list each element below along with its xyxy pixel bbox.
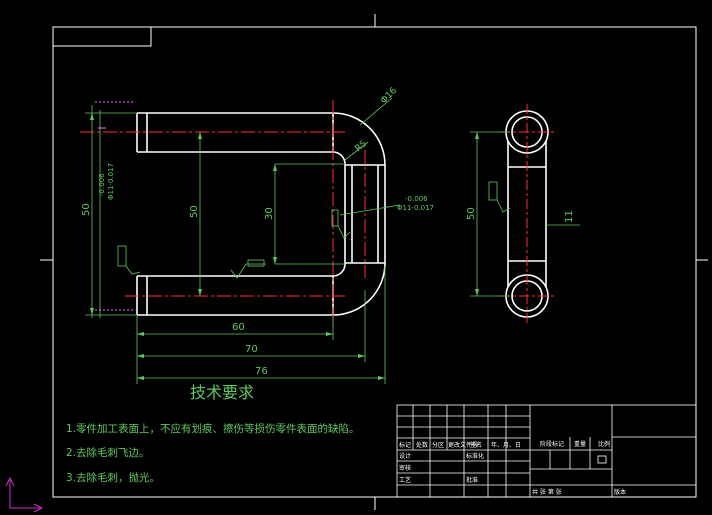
svg-text:年、月、日: 年、月、日 [491, 441, 521, 449]
svg-text:更改文件号: 更改文件号 [448, 441, 478, 449]
leader-tol-right [339, 204, 401, 216]
tech-requirements: 技术要求 1.零件加工表面上，不应有划痕、擦伤等损伤零件表面的缺陷。 2.去除毛… [66, 383, 360, 484]
svg-text:阶段标记: 阶段标记 [540, 440, 564, 448]
tech-req-item-2: 2.去除毛刺飞边。 [66, 446, 150, 459]
roughness-box-left [117, 245, 127, 267]
roughness-box-side [488, 181, 498, 201]
dim-label-phi16: Φ16 [379, 86, 399, 106]
tol-label-right-upper: -0.006 [405, 195, 428, 203]
leader-r5 [344, 141, 369, 161]
title-block[interactable] [396, 404, 697, 498]
roughness-tail-side [496, 199, 511, 213]
section-cut-marks [95, 101, 135, 311]
side-arrowheads [475, 132, 479, 296]
dim-label-70: 70 [245, 344, 258, 355]
roughness-tail-right [337, 225, 351, 239]
dim-label-60: 60 [232, 322, 245, 333]
front-view-dimensions [85, 97, 401, 384]
svg-text:设计: 设计 [399, 452, 411, 460]
svg-text:批准: 批准 [466, 476, 478, 484]
dim-label-76: 76 [255, 366, 268, 377]
part-outer-contour[interactable] [137, 112, 386, 316]
part-inner-contour[interactable] [137, 151, 346, 277]
title-block-checkbox[interactable] [597, 455, 607, 464]
svg-text:签名: 签名 [470, 441, 482, 449]
tol-label-right-lower: Φ11-0.017 [397, 204, 434, 212]
tol-label-left-lower: Φ11-0.017 [107, 163, 115, 200]
dim-label-30: 30 [264, 207, 275, 220]
roughness-box-bottom [247, 259, 265, 267]
ucs-icon[interactable] [5, 476, 44, 513]
side-view-dimensions [470, 131, 580, 297]
front-view-centerlines [80, 100, 366, 328]
svg-text:标记: 标记 [399, 441, 411, 449]
title-block-border [396, 404, 697, 498]
tech-req-heading: 技术要求 [190, 383, 254, 402]
roughness-box-right [331, 209, 339, 227]
svg-text:标准化: 标准化 [466, 452, 484, 460]
dim-label-50-left: 50 [81, 203, 92, 216]
dim-label-50-inner: 50 [189, 205, 200, 218]
leader-phi16 [359, 97, 393, 126]
code-box [53, 27, 152, 47]
roughness-tail-left [125, 265, 141, 275]
svg-text:比例: 比例 [598, 440, 610, 448]
svg-text:版本: 版本 [614, 488, 626, 496]
svg-text:共 张 第 张: 共 张 第 张 [532, 488, 562, 496]
tech-req-item-1: 1.零件加工表面上，不应有划痕、擦伤等损伤零件表面的缺陷。 [66, 422, 360, 435]
front-arrowheads [90, 113, 385, 380]
title-block-labels: 标记 处数 分区 更改文件号 签名 年、月、日 设计 标准化 审核 工艺 批准 … [399, 440, 626, 496]
roughness-symbol-bottom [230, 263, 266, 279]
svg-text:处数: 处数 [416, 441, 428, 449]
dim-label-11-side: 11 [564, 210, 575, 223]
tol-label-left-upper: -0.006 [98, 173, 106, 196]
svg-text:工艺: 工艺 [399, 476, 411, 484]
svg-text:重量: 重量 [574, 440, 586, 448]
drawing-frame [40, 14, 708, 510]
tech-req-item-3: 3.去除毛刺，抛光。 [66, 471, 160, 484]
svg-text:分区: 分区 [432, 441, 444, 449]
front-view-part[interactable] [136, 112, 386, 316]
svg-text:审核: 审核 [399, 464, 411, 472]
dim-label-50-side: 50 [466, 207, 477, 220]
